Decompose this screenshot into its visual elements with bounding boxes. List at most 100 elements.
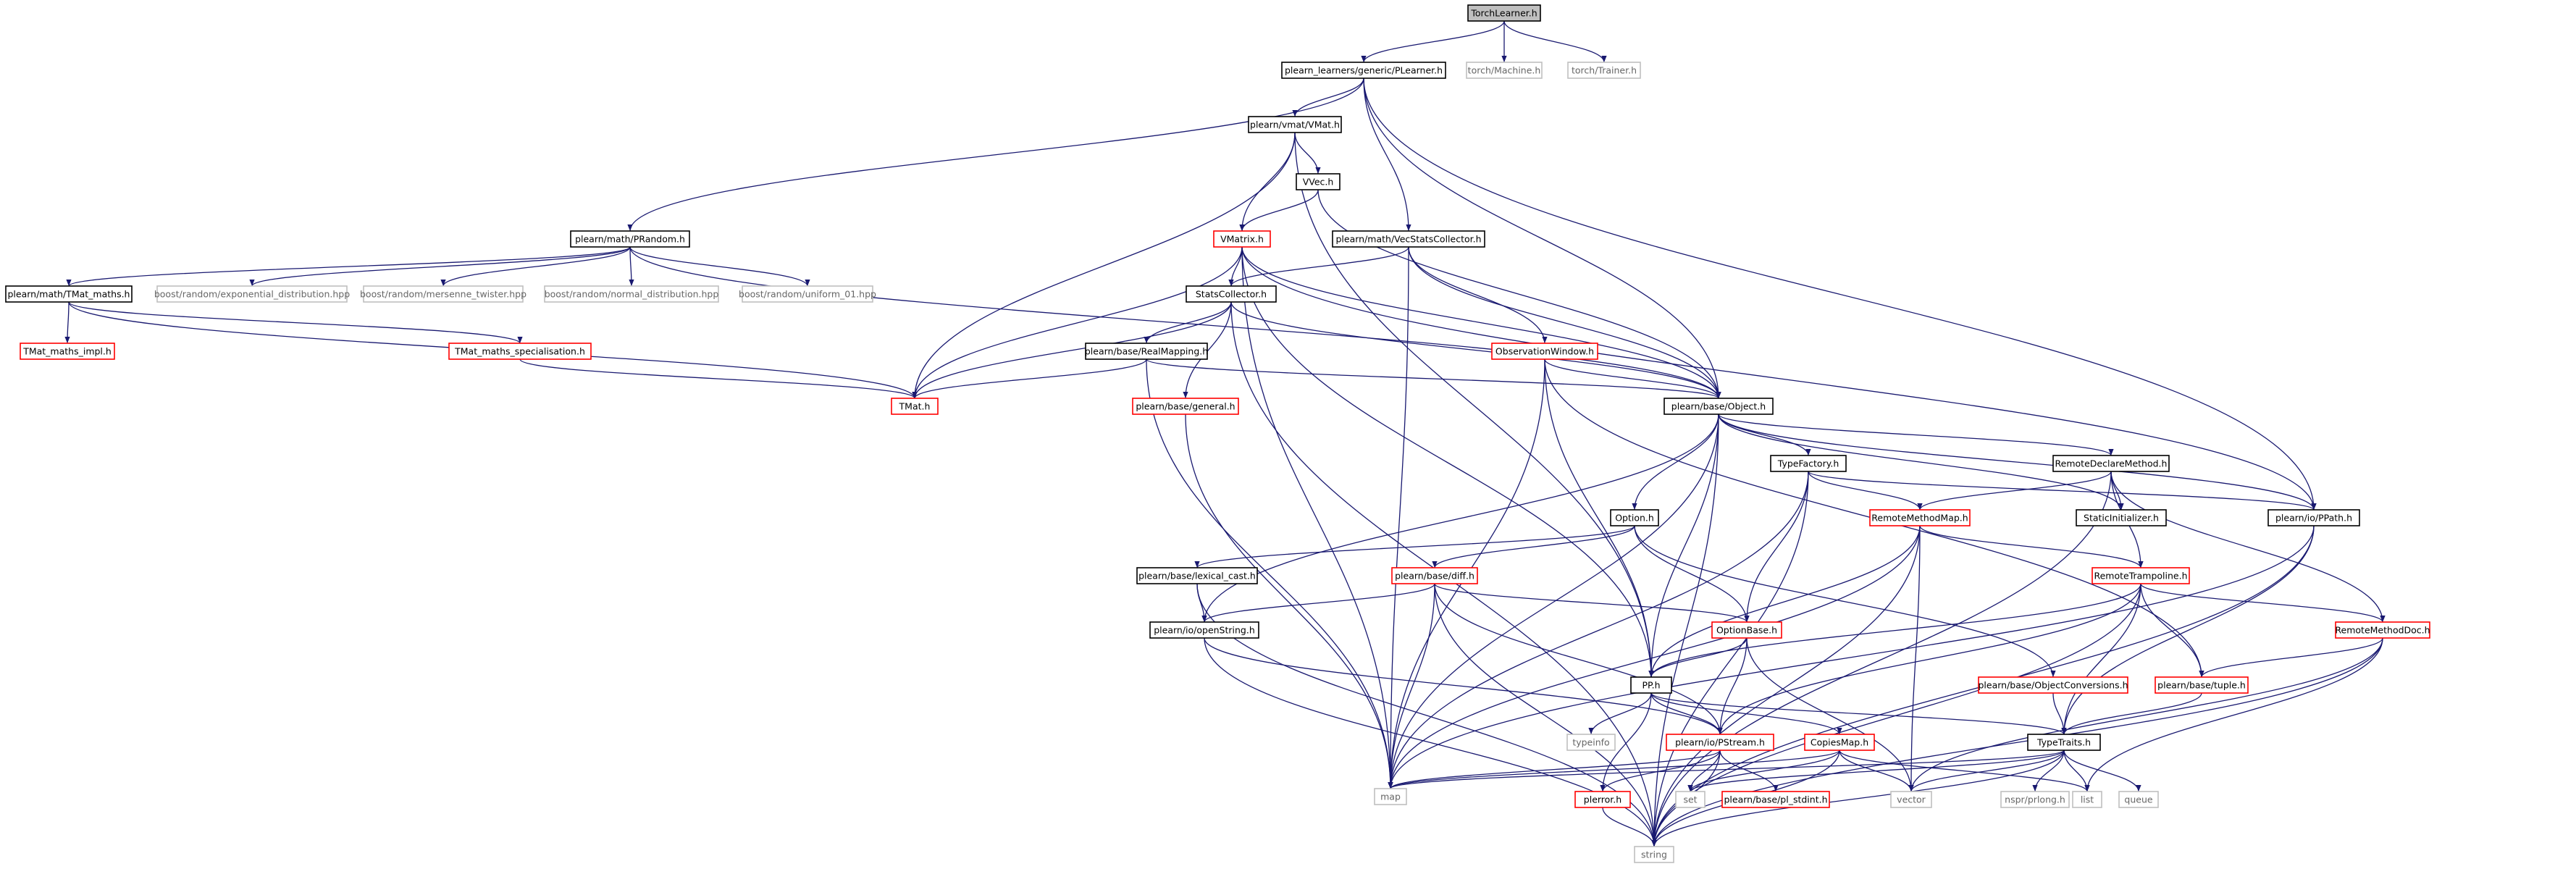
node-vmatrix[interactable]: VMatrix.h: [1213, 230, 1271, 248]
node-objectconversions[interactable]: plearn/base/ObjectConversions.h: [1978, 676, 2128, 694]
node-statscollector[interactable]: StatsCollector.h: [1186, 285, 1277, 303]
node-optionbase[interactable]: OptionBase.h: [1711, 621, 1782, 639]
edge-arrow: [1718, 413, 2114, 456]
node-option[interactable]: Option.h: [1610, 509, 1659, 526]
edge-pp-to-copiesmap: [1650, 692, 1842, 735]
node-label: plearn/vmat/VMat.h: [1250, 119, 1340, 130]
edge-tmat_maths-to-tmat_maths_spec: [68, 301, 523, 344]
node-vmat[interactable]: plearn/vmat/VMat.h: [1248, 116, 1342, 133]
node-tmat[interactable]: TMat.h: [891, 398, 939, 415]
node-box: [1374, 788, 1407, 805]
node-label: TMat_maths_impl.h: [22, 346, 112, 357]
node-diff[interactable]: plearn/base/diff.h: [1391, 567, 1478, 584]
edge-arrow: [1388, 471, 1809, 789]
node-general[interactable]: plearn/base/general.h: [1132, 398, 1239, 415]
node-openstring[interactable]: plearn/io/openString.h: [1149, 621, 1259, 639]
edge-arrow: [1388, 246, 1409, 789]
edge-arrow: [1408, 246, 1548, 344]
edge-observationwindow-to-object: [1544, 358, 1721, 399]
edge-object-to-option: [1632, 413, 1719, 511]
node-torchlearner[interactable]: TorchLearner.h: [1467, 4, 1541, 22]
node-box: [20, 343, 115, 360]
edge-arrow: [912, 301, 1232, 399]
node-label: nspr/prlong.h: [2005, 794, 2065, 805]
node-perror[interactable]: plerror.h: [1574, 791, 1631, 808]
node-label: plearn/math/PRandom.h: [575, 234, 685, 245]
edge-arrow: [912, 246, 1243, 399]
edge-vmat-to-vvec: [1294, 132, 1321, 175]
node-observationwindow[interactable]: ObservationWindow.h: [1491, 343, 1598, 360]
node-remotetrampoline[interactable]: RemoteTrampoline.h: [2092, 567, 2190, 584]
edge-prandom-to-normal_dist: [629, 246, 634, 287]
node-typefactory[interactable]: TypeFactory.h: [1770, 455, 1847, 472]
node-copiesmap[interactable]: CopiesMap.h: [1804, 734, 1875, 751]
node-box: [1136, 567, 1258, 584]
edge-arrow: [1241, 246, 2317, 511]
node-queue: queue: [2118, 791, 2159, 808]
node-remotedeclaremethod[interactable]: RemoteDeclareMethod.h: [2052, 455, 2170, 472]
edge-vecstatscollector-to-statscollector: [1228, 246, 1409, 287]
edge-arrow: [1294, 132, 1321, 175]
node-box: [2076, 509, 2167, 526]
node-label: RemoteMethodMap.h: [1871, 513, 1968, 524]
edge-vmatrix-to-tmat: [912, 246, 1243, 399]
node-map: map: [1374, 788, 1407, 805]
edge-typefactory-to-map: [1388, 471, 1809, 789]
node-tmat-maths-spec[interactable]: TMat_maths_specialisation.h: [448, 343, 592, 360]
node-typetraits[interactable]: TypeTraits.h: [2027, 734, 2101, 751]
edge-option-to-optionbase: [1634, 525, 1750, 623]
node-object[interactable]: plearn/base/Object.h: [1664, 398, 1774, 415]
node-tmat-maths[interactable]: plearn/math/TMat_maths.h: [5, 285, 133, 303]
node-staticinitializer[interactable]: StaticInitializer.h: [2076, 509, 2167, 526]
node-label: plearn/math/TMat_maths.h: [8, 289, 130, 300]
edge-objectconversions-to-typetraits: [2052, 692, 2067, 735]
edge-arrow: [1144, 301, 1232, 344]
edge-arrow: [1718, 413, 2317, 511]
edge-remotedeclaremethod-to-remotemethoddoc: [2110, 471, 2386, 623]
node-box: [1666, 734, 1774, 751]
node-label: plearn/base/RealMapping.h: [1085, 346, 1208, 357]
edge-arrow: [1632, 413, 1719, 511]
edge-observationwindow-to-pp: [1544, 358, 1654, 678]
edge-typetraits-to-queue: [2063, 750, 2141, 792]
edge-object-to-string: [1651, 413, 1719, 847]
node-ppath[interactable]: plearn/io/PPath.h: [2267, 509, 2360, 526]
edge-arrow: [64, 301, 70, 344]
edge-typefactory-to-optionbase: [1744, 471, 1809, 623]
edge-arrow: [1194, 525, 1635, 568]
edge-vmatrix-to-pp: [1241, 246, 1654, 678]
node-label: typeinfo: [1572, 737, 1609, 748]
edge-arrow: [1388, 525, 1921, 789]
edge-arrow: [1648, 583, 2141, 678]
node-realmapping[interactable]: plearn/base/RealMapping.h: [1085, 343, 1208, 360]
node-vecstatscollector[interactable]: plearn/math/VecStatsCollector.h: [1332, 230, 1485, 248]
node-pp[interactable]: PP.h: [1630, 676, 1672, 694]
node-vvec[interactable]: VVec.h: [1296, 173, 1341, 190]
edge-diff-to-string: [1434, 583, 1657, 847]
node-label: list: [2081, 794, 2094, 805]
node-label: plearn/io/PStream.h: [1675, 737, 1765, 748]
node-tmat-maths-impl[interactable]: TMat_maths_impl.h: [20, 343, 115, 360]
node-label: StatsCollector.h: [1196, 289, 1267, 300]
node-box: [1467, 4, 1541, 22]
node-box: [156, 285, 348, 303]
edge-arrow: [1717, 637, 1748, 735]
node-pstream[interactable]: plearn/io/PStream.h: [1666, 734, 1774, 751]
edge-remotedeclaremethod-to-remotemethodmap: [1917, 471, 2112, 511]
node-remotemethoddoc[interactable]: RemoteMethodDoc.h: [2335, 621, 2430, 639]
node-pl-stdint[interactable]: plearn/base/pl_stdint.h: [1721, 791, 1830, 808]
edge-arrow: [1718, 413, 2124, 511]
edge-arrow: [629, 246, 1721, 399]
node-prandom[interactable]: plearn/math/PRandom.h: [570, 230, 690, 248]
node-lexical-cast[interactable]: plearn/base/lexical_cast.h: [1136, 567, 1258, 584]
edge-arrow: [1717, 583, 2141, 735]
node-tuple[interactable]: plearn/base/tuple.h: [2155, 676, 2249, 694]
node-plearner[interactable]: plearn_learners/generic/PLearner.h: [1281, 62, 1446, 79]
edge-arrow: [1588, 692, 1652, 735]
node-remotemethodmap[interactable]: RemoteMethodMap.h: [1869, 509, 1971, 526]
node-box: [1890, 791, 1932, 808]
node-label: OptionBase.h: [1716, 625, 1777, 636]
edge-tmat_maths-to-tmat_maths_impl: [64, 301, 70, 344]
edge-plearner-to-vmat: [1292, 77, 1364, 117]
edge-arrow: [1503, 20, 1607, 63]
